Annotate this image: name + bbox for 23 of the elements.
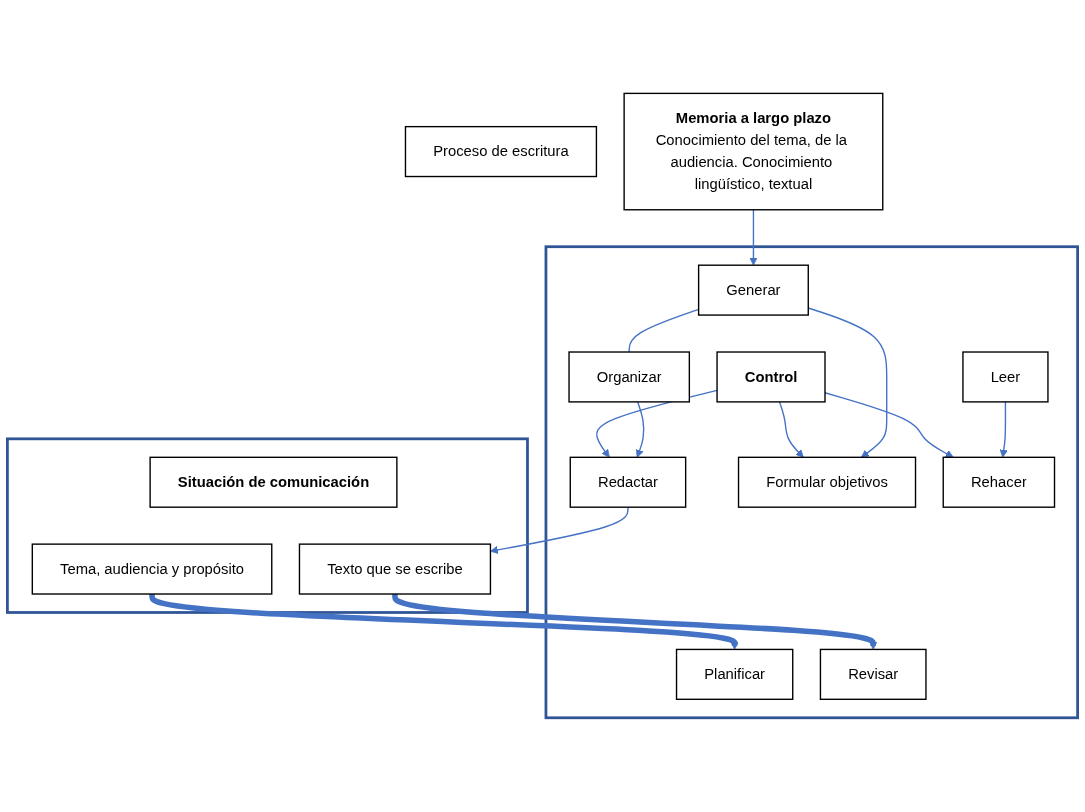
cluster xyxy=(6,437,529,615)
node-box: Texto que se escribe xyxy=(298,543,492,596)
arrow xyxy=(392,594,878,651)
cluster xyxy=(544,245,1079,720)
arrow xyxy=(635,401,645,459)
node-box: Formular objetivos xyxy=(737,457,917,509)
node-box: Tema, audiencia y propósito xyxy=(31,543,273,596)
node-box: Control xyxy=(716,351,826,403)
arrow xyxy=(749,209,758,266)
node-box: Rehacer xyxy=(942,457,1056,509)
node-box: Leer xyxy=(962,351,1049,403)
node-box: Memoria a largo plazo Conocimiento del tema, de la audiencia. Conocimiento lingüístico, textual xyxy=(623,93,884,211)
node-box: Proceso de escritura xyxy=(404,126,598,178)
node-box: Situación de comunicación xyxy=(149,457,398,509)
arrow xyxy=(490,506,629,555)
arrow xyxy=(999,401,1008,459)
arrow xyxy=(149,593,739,651)
node-box: Generar xyxy=(697,264,809,317)
arrow xyxy=(778,401,804,459)
node-box: Redactar xyxy=(569,457,687,509)
node-box: Organizar xyxy=(568,351,691,403)
node-box: Revisar xyxy=(819,649,927,701)
node-box: Planificar xyxy=(675,649,794,701)
